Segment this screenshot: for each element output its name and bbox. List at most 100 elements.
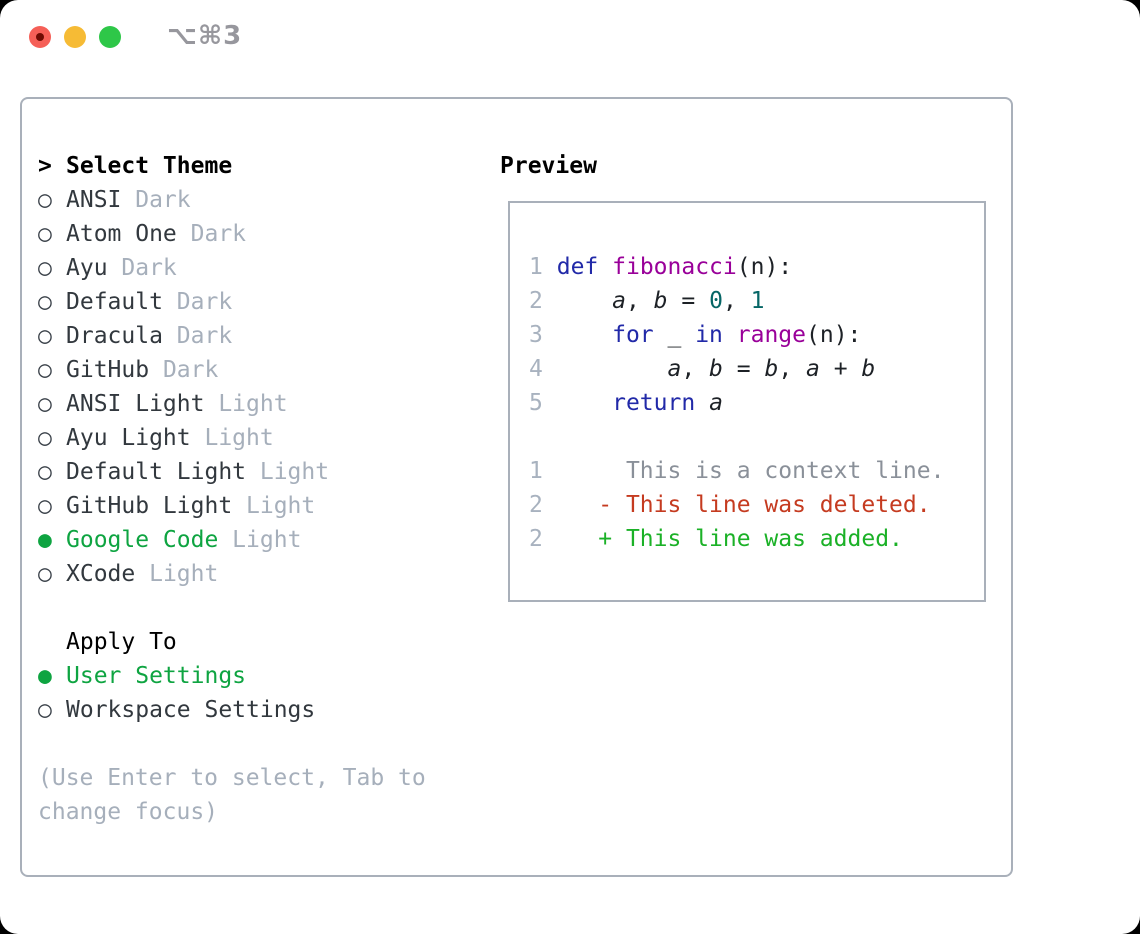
code-token: (n): (736, 254, 793, 280)
code-token (543, 390, 612, 416)
line-number: 1 (529, 458, 543, 484)
code-token: b (861, 356, 876, 382)
theme-option-default[interactable]: ○Default Dark (38, 285, 426, 319)
theme-option-atom-one[interactable]: ○Atom One Dark (38, 217, 426, 251)
option-label: User Settings (66, 663, 247, 689)
option-label: Ayu Light (66, 425, 191, 451)
option-label: ANSI Light (66, 391, 205, 417)
radio-unselected-icon: ○ (38, 289, 52, 315)
theme-option-default-light[interactable]: ○Default Light Light (38, 455, 426, 489)
code-token: 1 (750, 288, 765, 314)
preview-header: Preview (500, 153, 597, 179)
radio-unselected-icon: ○ (38, 561, 52, 587)
code-token: fibonacci (612, 254, 737, 280)
option-label: Dracula (66, 323, 163, 349)
zoom-button[interactable] (99, 26, 121, 48)
code-token: This is a context line. (542, 458, 945, 484)
code-token: + This line was added. (598, 526, 903, 552)
theme-option-ansi-light[interactable]: ○ ANSI Light Light (38, 387, 426, 421)
theme-variant-tag: Light (204, 391, 288, 417)
radio-unselected-icon: ○ (38, 391, 52, 417)
line-number: 3 (529, 322, 543, 348)
spacer (38, 727, 426, 761)
theme-option-dracula[interactable]: ○ Dracula Dark (38, 319, 426, 353)
theme-option-ayu[interactable]: ○ Ayu Dark (38, 251, 426, 285)
theme-option-xcode[interactable]: ○XCode Light (38, 557, 426, 591)
radio-unselected-icon: ○ (38, 425, 52, 451)
code-line: 2 a, b = 0, 1 (529, 284, 984, 318)
option-label: Atom One (66, 221, 177, 247)
radio-selected-icon: ● (38, 527, 52, 553)
line-number: 1 (529, 254, 543, 280)
option-label: GitHub Light (66, 493, 233, 519)
option-label: ANSI (66, 187, 122, 213)
theme-variant-tag: Dark (107, 255, 177, 281)
code-token: b (653, 288, 668, 314)
code-token: a (612, 288, 626, 314)
unsaved-indicator-icon (36, 33, 44, 41)
code-line: 1 def fibonacci(n): (529, 250, 984, 284)
theme-options-list: ○ANSI Dark○Atom One Dark○Ayu Dark○Defaul… (38, 183, 426, 591)
code-token: b (764, 356, 779, 382)
radio-unselected-icon: ○ (38, 187, 52, 213)
option-label: GitHub (66, 357, 150, 383)
code-token: - This line was deleted. (598, 492, 931, 518)
code-token: a (806, 356, 820, 382)
code-token (543, 492, 598, 518)
theme-list-column: >Select Theme ○ANSI Dark○Atom One Dark○A… (38, 149, 426, 829)
option-label: Ayu (66, 255, 108, 281)
code-token: for (612, 322, 654, 348)
theme-option-ayu-light[interactable]: ○Ayu Light Light (38, 421, 426, 455)
radio-unselected-icon: ○ (38, 697, 52, 723)
line-number: 2 (529, 526, 543, 552)
close-button[interactable] (29, 26, 51, 48)
code-token: , (681, 356, 710, 382)
code-token (598, 254, 612, 280)
theme-option-ansi[interactable]: ○ ANSI Dark (38, 183, 426, 217)
code-token (543, 356, 668, 382)
line-number: 5 (529, 390, 543, 416)
apply-option-user-settings[interactable]: ● User Settings (38, 659, 426, 693)
option-label: XCode (66, 561, 136, 587)
code-line: 2 + This line was added. (529, 522, 984, 556)
line-number: 4 (529, 356, 543, 382)
code-line: 4 a, b = b, a + b (529, 352, 984, 386)
theme-variant-tag: Dark (176, 221, 247, 247)
code-token: 0 (709, 288, 723, 314)
line-number: 2 (529, 492, 543, 518)
theme-variant-tag: Dark (121, 187, 191, 213)
theme-option-google-code[interactable]: ● Google Code Light (38, 523, 426, 557)
code-line: 3 for _ in range(n): (529, 318, 984, 352)
code-token: = (722, 356, 765, 382)
theme-variant-tag: Dark (162, 323, 233, 349)
code-token (723, 322, 737, 348)
code-token: b (709, 356, 723, 382)
radio-unselected-icon: ○ (38, 459, 52, 485)
spacer (38, 591, 426, 625)
apply-option-workspace-settings[interactable]: ○Workspace Settings (38, 693, 426, 727)
window-title: ⌥⌘3 (167, 21, 243, 51)
code-token: a (709, 390, 723, 416)
code-line: 2 - This line was deleted. (529, 488, 984, 522)
code-token: (n): (806, 322, 862, 348)
code-line: 5 return a (529, 386, 984, 420)
theme-option-github-light[interactable]: ○GitHub Light Light (38, 489, 426, 523)
apply-to-header: Apply To (38, 625, 426, 659)
select-theme-label: Select Theme (66, 153, 233, 179)
theme-variant-tag: Light (232, 493, 316, 519)
help-text-line-1: (Use Enter to select, Tab to (38, 765, 426, 791)
theme-option-github[interactable]: ○GitHub Dark (38, 353, 426, 387)
radio-selected-icon: ● (38, 663, 52, 689)
radio-unselected-icon: ○ (38, 323, 52, 349)
code-token (543, 526, 598, 552)
minimize-button[interactable] (64, 26, 86, 48)
radio-unselected-icon: ○ (38, 255, 52, 281)
option-label: Google Code (66, 527, 219, 553)
theme-variant-tag: Dark (162, 289, 233, 315)
code-token: = (667, 288, 710, 314)
theme-variant-tag: Light (218, 527, 302, 553)
code-line: 1 This is a context line. (529, 454, 984, 488)
